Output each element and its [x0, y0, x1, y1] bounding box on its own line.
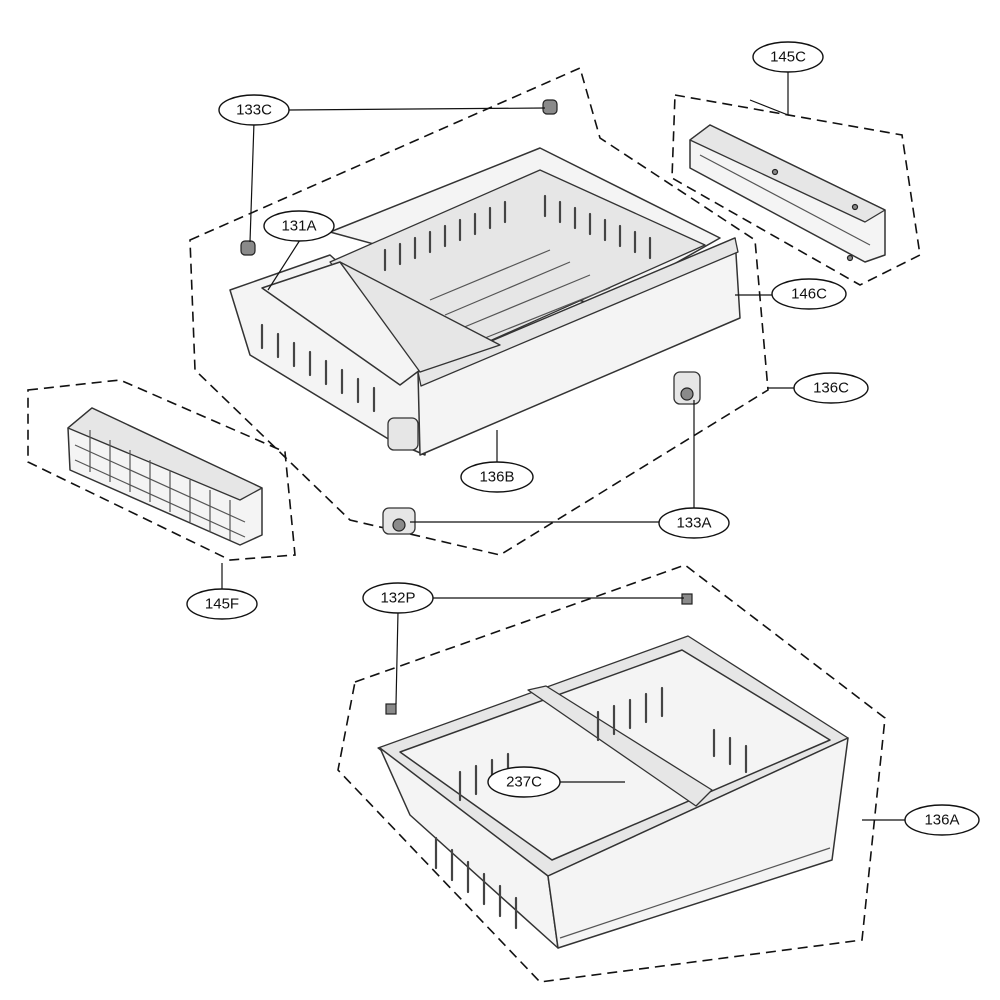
- callout-136A: 136A: [904, 804, 980, 836]
- callout-136B: 136B: [460, 461, 534, 493]
- lower-drawer-136A: [377, 635, 849, 949]
- callout-145C: 145C: [752, 41, 824, 73]
- callout-133A: 133A: [658, 507, 730, 539]
- divider-237C: [527, 685, 713, 807]
- roller-133A-left: [382, 507, 416, 535]
- svg-text:136C: 136C: [813, 380, 849, 397]
- callout-146C: 146C: [771, 278, 847, 310]
- cover-grille: [74, 430, 246, 540]
- side-basket-vents: [260, 323, 376, 413]
- lower-front-vents: [434, 836, 518, 930]
- svg-text:146C: 146C: [791, 286, 827, 303]
- callout-136C: 136C: [793, 372, 869, 404]
- callout-132P: 132P: [362, 582, 434, 614]
- svg-text:133C: 133C: [236, 102, 272, 119]
- stopper-133C-top: [542, 99, 558, 115]
- svg-text:131A: 131A: [281, 218, 316, 235]
- group-outline-cover: [27, 379, 296, 561]
- group-outline-upper-drawer: [189, 66, 769, 556]
- callout-131A: 131A: [263, 210, 335, 242]
- svg-text:237C: 237C: [506, 774, 542, 791]
- svg-text:133A: 133A: [676, 515, 711, 532]
- cover-145F: [67, 407, 263, 546]
- back-wall-vents: [383, 194, 652, 272]
- svg-text:145F: 145F: [205, 596, 239, 613]
- clip-132P-right: [681, 593, 693, 605]
- clip-132P-left: [385, 703, 397, 715]
- callout-237C: 237C: [487, 766, 561, 798]
- stopper-133C-left: [240, 240, 256, 256]
- lower-interior-vents: [458, 686, 748, 802]
- group-outline-lower-drawer: [337, 564, 886, 983]
- svg-text:136B: 136B: [479, 469, 514, 486]
- group-outline-rail: [671, 94, 921, 286]
- callout-133C: 133C: [218, 94, 290, 126]
- svg-text:132P: 132P: [380, 590, 415, 607]
- svg-text:136A: 136A: [924, 812, 959, 829]
- upper-drawer-136B: [229, 147, 741, 456]
- end-cap-left: [387, 417, 419, 451]
- inner-bin-131A: [261, 261, 501, 386]
- svg-text:145C: 145C: [770, 49, 806, 66]
- roller-133A-right: [673, 371, 701, 405]
- rail-145C: [689, 124, 886, 263]
- callout-145F: 145F: [186, 588, 258, 620]
